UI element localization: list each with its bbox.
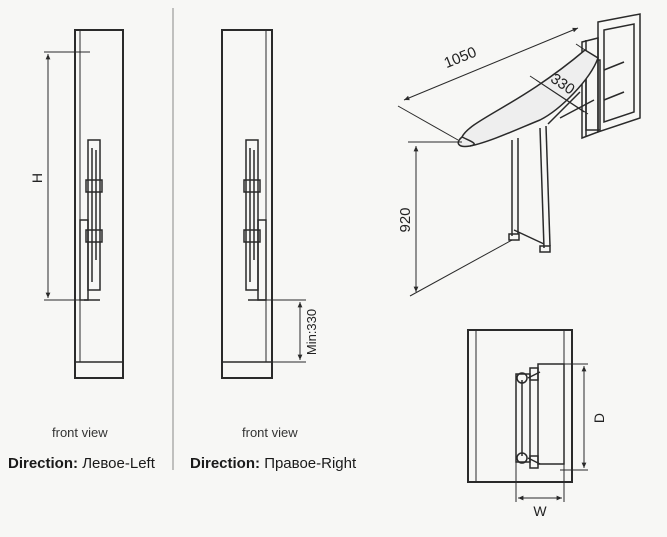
right-cabinet-outline (221, 29, 273, 379)
width-dimension-w (515, 462, 565, 502)
left-direction: Direction: Левое-Left (8, 455, 155, 472)
left-cabinet-outline (74, 29, 124, 379)
left-direction-value: Левое-Left (82, 455, 155, 472)
height-dimension-920 (408, 141, 513, 297)
min-330-dimension (262, 299, 306, 363)
ironing-board-top (457, 49, 599, 148)
top-view (467, 329, 588, 502)
right-direction-label: Direction: (190, 455, 261, 472)
height-dimension-h (44, 51, 90, 301)
dim-label-1050: 1050 (442, 44, 479, 72)
right-front-view (221, 29, 306, 379)
dim-label-w: W (533, 503, 547, 519)
width-dimension-330 (529, 75, 589, 115)
right-view-caption: front view (242, 425, 298, 440)
right-direction: Direction: Правое-Right (190, 455, 356, 472)
length-dimension-1050 (397, 27, 586, 141)
dim-label-min-330: Min:330 (304, 309, 319, 355)
left-front-view (44, 29, 124, 379)
top-view-mechanism (515, 363, 565, 469)
left-direction-label: Direction: (8, 455, 79, 472)
perspective-view (397, 13, 641, 297)
left-view-caption: front view (52, 425, 108, 440)
left-folded-mechanism (79, 139, 103, 301)
wall-mount-frame (581, 13, 641, 140)
top-view-cabinet (467, 329, 573, 483)
dim-label-h: H (29, 173, 45, 183)
board-legs (508, 125, 551, 253)
dim-label-d: D (591, 413, 607, 423)
depth-dimension-d (560, 363, 588, 471)
right-direction-value: Правое-Right (264, 455, 357, 472)
dim-label-920: 920 (397, 207, 414, 232)
right-folded-mechanism (243, 139, 267, 301)
